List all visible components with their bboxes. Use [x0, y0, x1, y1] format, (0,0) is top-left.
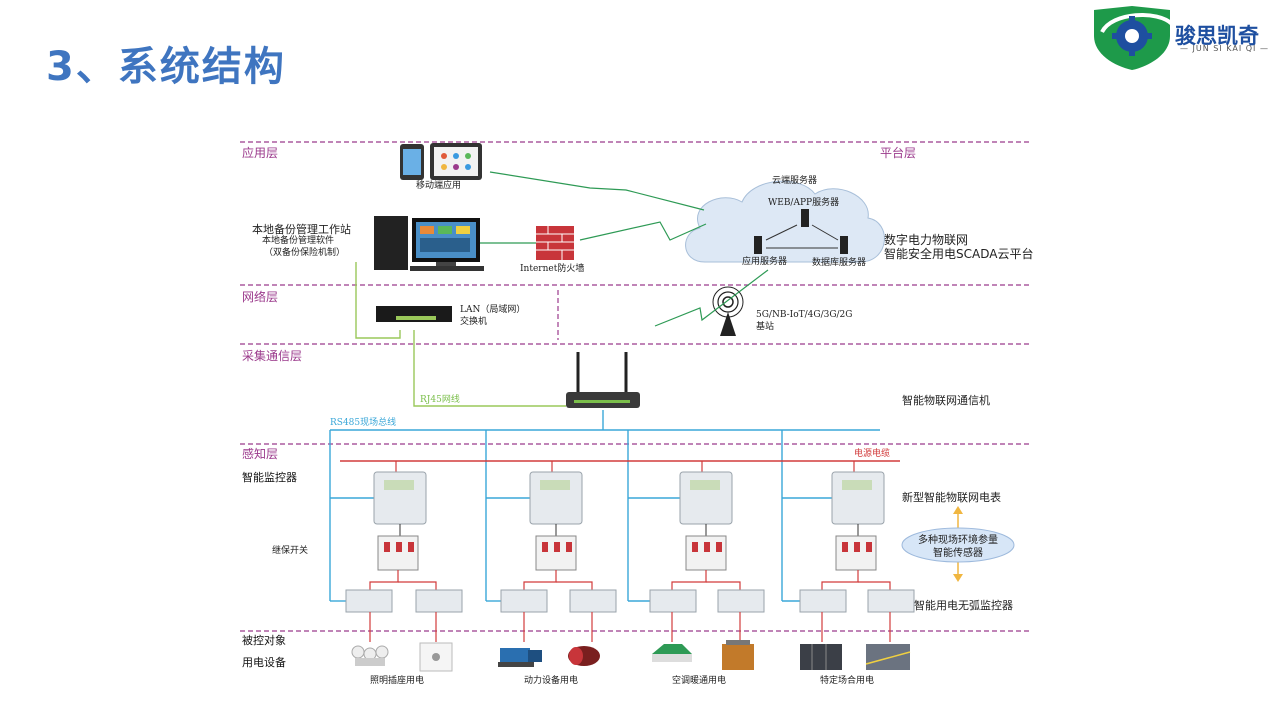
app-server-label: 应用服务器: [742, 257, 788, 267]
meter-column-4: [799, 461, 915, 642]
arc-monitor: [415, 589, 463, 613]
arc-monitor: [500, 589, 548, 613]
arc-monitor: [569, 589, 617, 613]
wireless-links: [489, 171, 769, 327]
rs485-label: RS485现场总线: [330, 418, 397, 428]
lan-switch-label-1: LAN（局域网）: [460, 305, 526, 315]
gateway-router-icon: [566, 352, 640, 408]
sensor-ellipse: [901, 527, 1015, 563]
smart-meter: [679, 471, 733, 525]
cloud-shape: [685, 180, 885, 263]
sensor-label: 多种现场环境参量 智能传感器: [904, 534, 1012, 560]
breaker: [377, 535, 419, 571]
breaker: [685, 535, 727, 571]
slide-title: 3、系统结构: [46, 44, 286, 90]
layer-label-application: 应用层: [242, 146, 279, 160]
arc-monitor-label: 智能用电无弧监控器: [914, 599, 1013, 612]
smart-meter: [529, 471, 583, 525]
electrical-equipment-label: 用电设备: [242, 656, 286, 669]
web-server-icon: [801, 209, 809, 227]
logo-subtitle: — JUN SI KAI QI —: [1180, 44, 1269, 53]
meter-column-3: [649, 461, 765, 642]
rj45-label: RJ45网线: [420, 395, 460, 405]
db-server-label: 数据库服务器: [812, 258, 867, 268]
rj45-links: [355, 262, 566, 407]
logo-name: 骏思凯奇: [1175, 24, 1259, 48]
app-server-icon: [754, 236, 762, 254]
cloud-server-label: 云端服务器: [772, 176, 818, 186]
breaker: [835, 535, 877, 571]
mobile-app-label: 移动端应用: [416, 181, 462, 191]
workstation-icon: [374, 216, 484, 271]
ac-unit-icon: [652, 644, 692, 662]
equipment-icons: [351, 640, 911, 672]
firewall-icon: [536, 226, 574, 260]
smart-meter: [373, 471, 427, 525]
base-station-label-2: 基站: [756, 322, 775, 332]
breaker: [535, 535, 577, 571]
fan-icon: [568, 646, 600, 666]
gear-shield-icon: [1094, 6, 1174, 70]
equipment-group-label: 空调暖通用电: [672, 676, 727, 686]
firewall-label: Internet防火墙: [520, 264, 585, 274]
lan-switch-label-2: 交换机: [460, 317, 488, 327]
platform-name-line1: 数字电力物联网: [884, 233, 969, 247]
arc-monitor: [345, 589, 393, 613]
cooling-tower-icon: [722, 640, 754, 670]
layer-label-network: 网络层: [242, 290, 279, 304]
layer-label-acquisition: 采集通信层: [242, 349, 303, 363]
light-bulbs-icon: [351, 645, 389, 666]
meter-column-2: [500, 461, 617, 642]
new-meter-label: 新型智能物联网电表: [902, 491, 1001, 504]
sensor-label-line1: 多种现场环境参量: [918, 535, 998, 546]
meter-column-1: [345, 461, 463, 642]
rs485-bus: [329, 410, 880, 602]
workstation-note: （双备份保险机制）: [264, 248, 346, 258]
layer-label-perception: 感知层: [242, 447, 279, 461]
arc-monitor: [649, 589, 697, 613]
web-app-server-label: WEB/APP服务器: [768, 198, 840, 208]
equipment-group-label: 动力设备用电: [524, 676, 579, 686]
equipment-group-label: 特定场合用电: [820, 676, 875, 686]
smart-monitor-label: 智能监控器: [242, 471, 297, 484]
layer-label-platform: 平台层: [880, 146, 917, 160]
server-room-icon: [800, 644, 842, 670]
arc-monitor: [867, 589, 915, 613]
workstation-title: 本地备份管理工作站: [252, 223, 351, 236]
workstation-subtitle: 本地备份管理软件: [262, 236, 335, 246]
pump-icon: [498, 648, 542, 667]
arc-monitor: [717, 589, 765, 613]
sensor-label-line2: 智能传感器: [933, 548, 983, 559]
cloud-server-group: [685, 180, 885, 263]
equipment-group-label: 照明插座用电: [370, 676, 425, 686]
company-logo: [1094, 6, 1174, 70]
factory-floor-icon: [865, 644, 911, 670]
gateway-label: 智能物联网通信机: [902, 394, 990, 407]
lan-switch-icon: [376, 306, 452, 322]
power-cable-label: 电源电缆: [854, 449, 891, 459]
breaker-label: 继保开关: [272, 546, 309, 556]
arc-monitor: [799, 589, 847, 613]
mobile-devices-icon: [400, 143, 482, 180]
socket-icon: [419, 642, 453, 672]
db-server-icon: [840, 236, 848, 254]
base-station-label-1: 5G/NB-IoT/4G/3G/2G: [756, 310, 853, 320]
sensor-group: [901, 506, 1015, 582]
platform-name-line2: 智能安全用电SCADA云平台: [884, 247, 1034, 261]
layer-dividers: [240, 141, 1030, 632]
base-station-icon: [712, 286, 744, 336]
layer-label-controlled-object: 被控对象: [242, 634, 286, 647]
smart-meter: [831, 471, 885, 525]
